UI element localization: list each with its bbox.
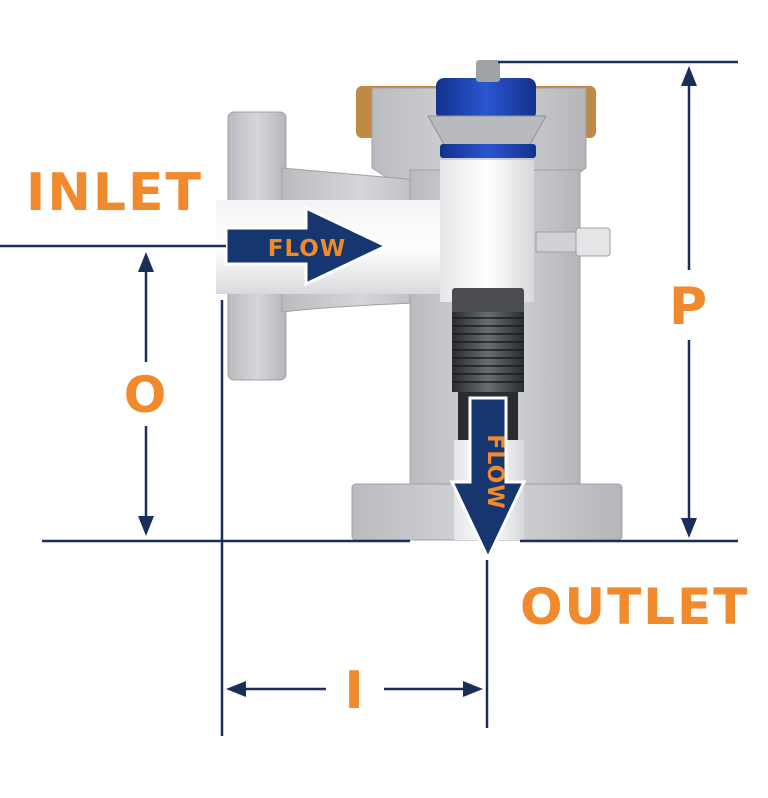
inlet-label: INLET <box>26 163 203 223</box>
dimension-i-label: I <box>344 661 365 721</box>
blue-bonnet <box>436 78 536 120</box>
outlet-label: OUTLET <box>520 578 749 636</box>
threaded-seat <box>452 312 524 392</box>
dimension-p-label: P <box>669 277 709 337</box>
top-stem <box>476 60 500 82</box>
outlet-flow-label: FLOW <box>482 434 507 509</box>
inlet-flow-label: FLOW <box>268 236 346 262</box>
inlet-flow-arrow <box>224 205 390 287</box>
dimension-lines <box>0 60 738 736</box>
dimension-o-label: O <box>124 366 169 424</box>
outlet-flow-arrow <box>449 396 527 562</box>
side-fitting <box>535 231 577 253</box>
valve-body <box>216 60 623 541</box>
